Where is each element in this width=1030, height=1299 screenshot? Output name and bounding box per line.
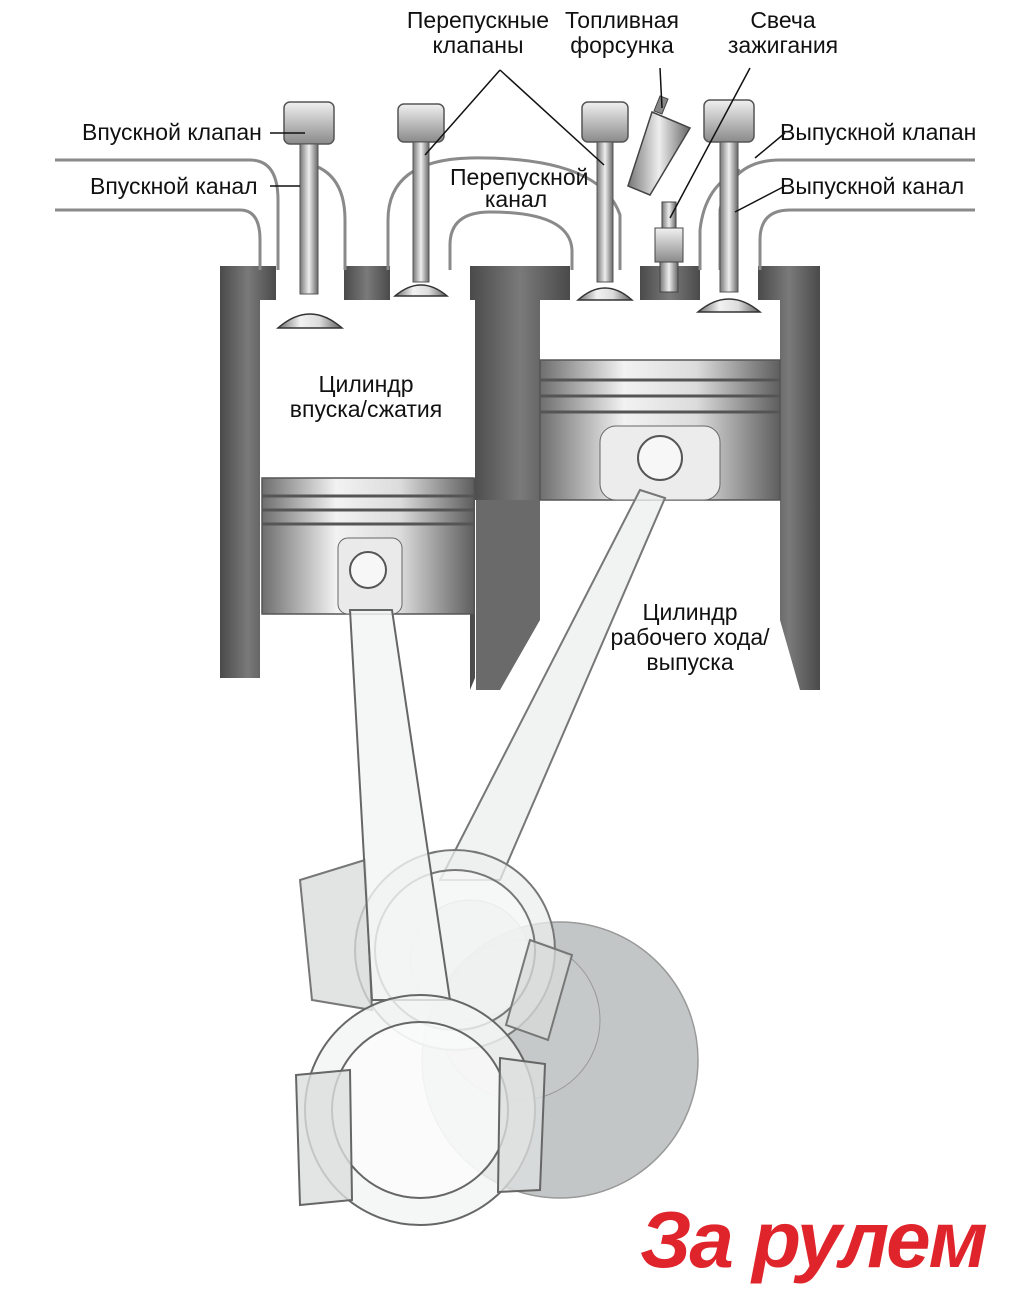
piston-compression	[261, 477, 475, 615]
exhaust-valve	[695, 99, 763, 313]
power-cylinder-label: Цилиндр рабочего хода/ выпуска	[610, 599, 770, 675]
compression-cylinder-label: Цилиндр впуска/сжатия	[289, 371, 443, 422]
bypass-channel-label: Перепускной канал	[450, 164, 589, 212]
intake-valve	[276, 101, 344, 329]
exhaust-port-label: Выпускной канал	[780, 173, 965, 199]
intake-valve-label: Впускной клапан	[82, 119, 262, 145]
fuel-injector-label: Топливная форсунка	[565, 7, 679, 58]
fuel-injector	[627, 95, 692, 196]
intake-port-label: Впускной канал	[90, 173, 258, 199]
leader-lines	[270, 67, 786, 219]
connecting-rod-compression	[294, 609, 547, 1226]
bypass-valve-right	[576, 101, 634, 301]
piston-power	[539, 359, 781, 501]
cylinder-block	[220, 266, 820, 690]
brand-logo: За рулем	[640, 1195, 988, 1284]
spark-plug-label: Свеча зажигания	[727, 7, 839, 58]
bypass-valves-label: Перепускные клапаны	[406, 7, 550, 58]
bypass-valve-left	[392, 103, 450, 297]
exhaust-valve-label: Выпускной клапан	[780, 119, 977, 145]
spark-plug	[654, 201, 684, 293]
